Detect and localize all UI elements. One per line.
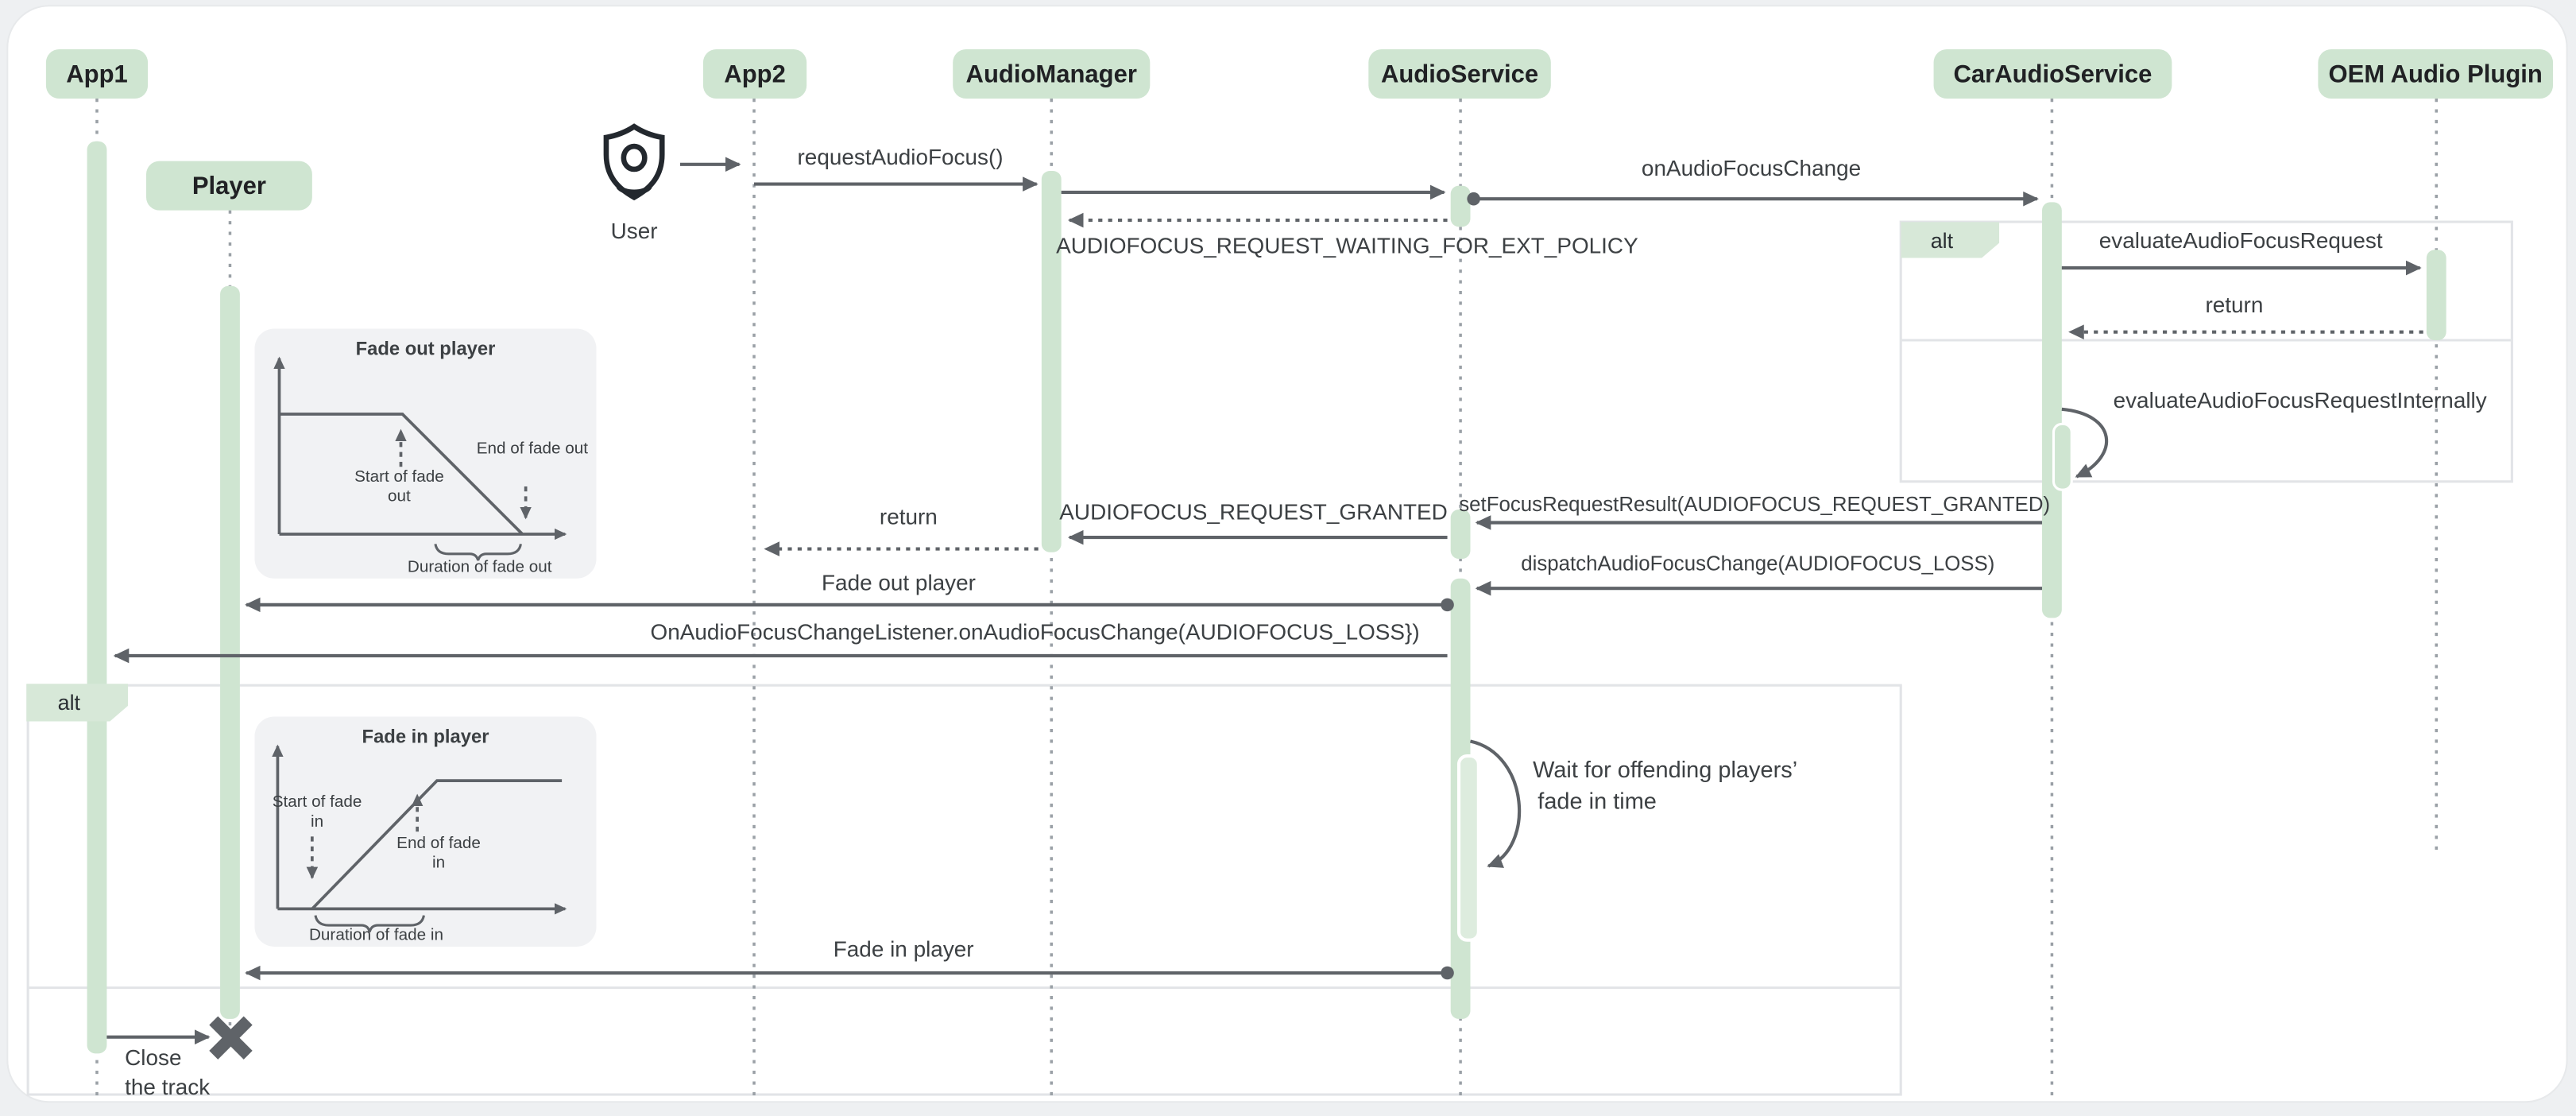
fade-in-chart — [272, 744, 567, 932]
alt-tag-right: alt — [1901, 222, 2000, 258]
fade-in-inset-title: Fade in player — [362, 727, 489, 748]
fade-in-duration-label: Duration of fade in — [308, 927, 443, 945]
label-return-to-app2: return — [879, 504, 938, 529]
fade-out-inset-title: Fade out player — [355, 339, 496, 360]
label-dispatch-focus-change: dispatchAudioFocusChange(AUDIOFOCUS_LOSS… — [1521, 552, 1995, 575]
label-on-focus-change-listener: OnAudioFocusChangeListener.onAudioFocusC… — [650, 619, 1420, 645]
message-origin-dot-onchange — [1467, 192, 1480, 206]
activation-player — [220, 285, 240, 1019]
message-origin-dot-fadein — [1441, 966, 1454, 980]
label-request-audio-focus: requestAudioFocus() — [797, 144, 1004, 169]
participant-audiomanager: AudioManager — [953, 49, 1151, 99]
arrow-wait-selfloop — [1470, 739, 1522, 868]
user-shield-icon — [603, 123, 665, 201]
fade-out-duration-label: Duration of fade out — [407, 558, 552, 577]
activation-audiomanager — [1041, 171, 1062, 552]
fade-out-start-label: Start of fade out — [354, 468, 444, 506]
participant-oem-audio-plugin: OEM Audio Plugin — [2318, 49, 2554, 99]
message-origin-dot-fadeout — [1441, 598, 1454, 612]
label-on-audio-focus-change: onAudioFocusChange — [1641, 156, 1862, 181]
activation-audioservice-1 — [1450, 185, 1471, 227]
fade-out-end-label: End of fade out — [476, 440, 589, 459]
activation-caraudioservice-nested — [2052, 422, 2073, 491]
arrow-evaluate-internally-selfloop — [2061, 407, 2109, 479]
participant-audioservice: AudioService — [1368, 49, 1551, 99]
label-fade-out-player: Fade out player — [821, 570, 976, 595]
label-fade-in-player: Fade in player — [833, 936, 974, 962]
alt-frame-left — [26, 684, 1902, 1096]
label-evaluate-internally: evaluateAudioFocusRequestInternally — [2113, 387, 2487, 413]
fade-out-inset-card — [254, 328, 597, 579]
label-waiting-for-ext-policy: AUDIOFOCUS_REQUEST_WAITING_FOR_EXT_POLIC… — [1056, 233, 1638, 258]
label-close-line1: Close — [125, 1044, 182, 1071]
user-label: User — [610, 218, 658, 244]
label-request-granted: AUDIOFOCUS_REQUEST_GRANTED — [1059, 499, 1448, 525]
label-wait-line2: fade in time — [1537, 787, 1657, 814]
activation-audioservice-2 — [1450, 509, 1471, 559]
activation-caraudioservice — [2042, 202, 2062, 618]
participant-player: Player — [146, 161, 312, 211]
alt-tag-left: alt — [26, 684, 129, 722]
fade-out-chart — [273, 356, 567, 561]
label-set-focus-request-result: setFocusRequestResult(AUDIOFOCUS_REQUEST… — [1459, 493, 2051, 517]
label-evaluate-audio-focus-request: evaluateAudioFocusRequest — [2098, 228, 2383, 254]
fade-in-start-label: Start of fade in — [272, 793, 362, 832]
participant-app1: App1 — [45, 49, 149, 99]
activation-oem — [2426, 250, 2446, 340]
alt-frame-right — [1899, 220, 2513, 483]
label-close-line2: the track — [125, 1075, 211, 1100]
activation-app1 — [87, 141, 107, 1054]
label-wait-line1: Wait for offending players’ — [1533, 756, 1798, 783]
activation-audioservice-wait — [1456, 754, 1480, 942]
label-return-from-oem: return — [2205, 293, 2264, 318]
fade-in-end-label: End of fade in — [396, 835, 481, 873]
destroy-x-icon — [209, 1016, 253, 1060]
participant-app2: App2 — [702, 49, 807, 99]
participant-caraudioservice: CarAudioService — [1933, 49, 2172, 99]
